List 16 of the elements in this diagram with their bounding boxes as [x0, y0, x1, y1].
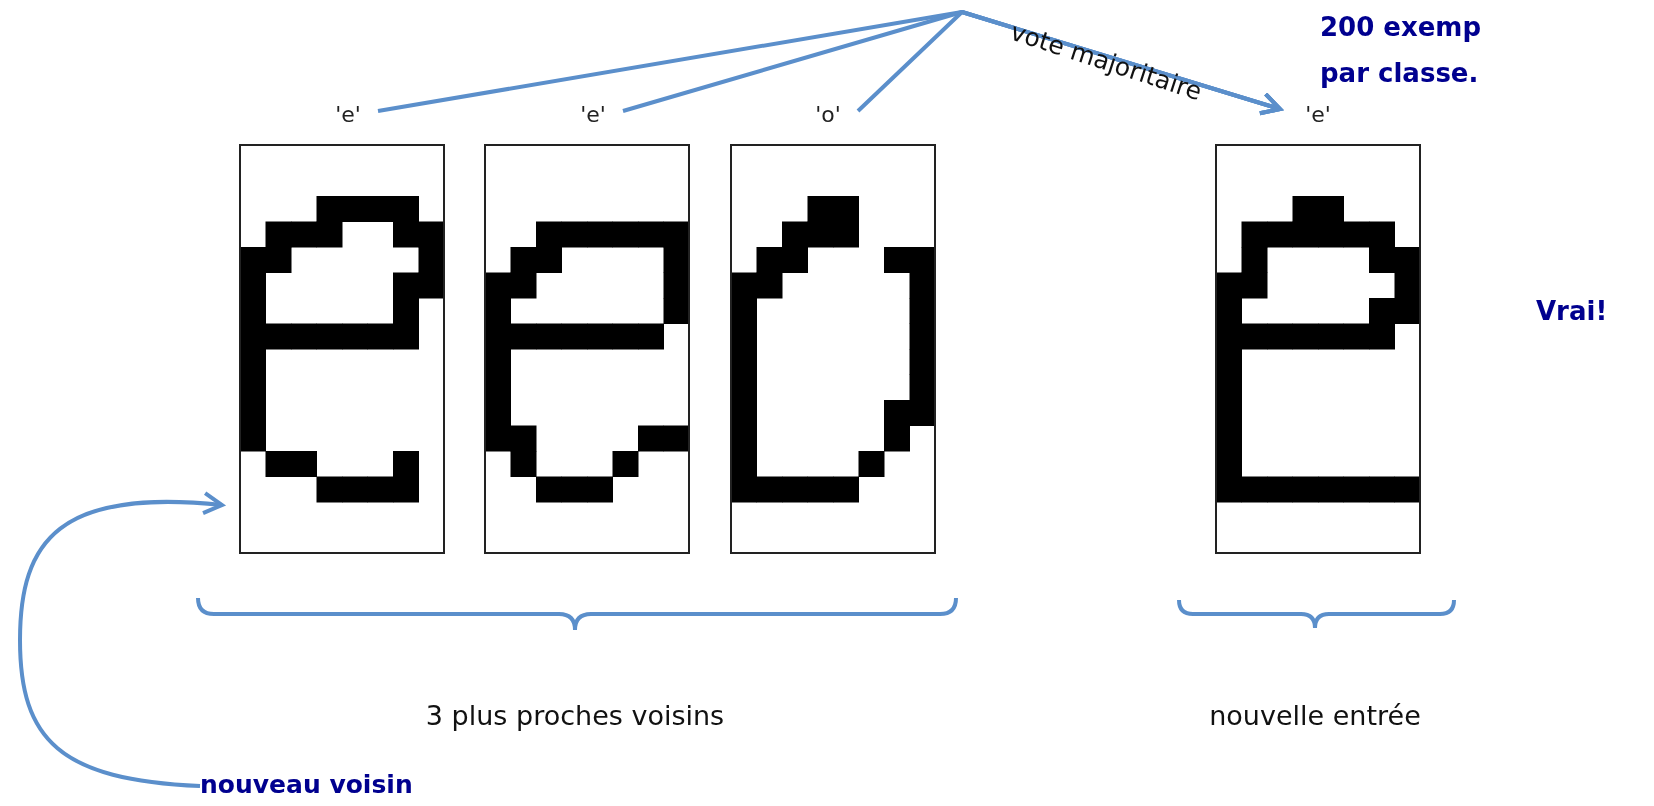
- pixel-letter-picture: [731, 145, 935, 553]
- pixel-letter-picture: [1216, 145, 1420, 553]
- pixel-letter-picture: [485, 145, 689, 553]
- note-text: par classe.: [1320, 58, 1479, 90]
- pixel-letter-picture: [240, 145, 444, 553]
- group-caption: 3 plus proches voisins: [425, 700, 725, 733]
- group-caption: nouvelle entrée: [1209, 700, 1421, 733]
- class-label: 'e': [318, 100, 378, 130]
- class-label: 'e': [563, 100, 623, 130]
- note-text: 200 exemp: [1320, 12, 1482, 44]
- class-label: 'e': [1288, 100, 1348, 130]
- arrow: [18, 491, 224, 788]
- arrow: [856, 10, 1282, 116]
- note-text: Vrai!: [1536, 296, 1608, 328]
- class-label: 'o': [798, 100, 858, 130]
- callout-text: nouveau voisin: [200, 770, 410, 802]
